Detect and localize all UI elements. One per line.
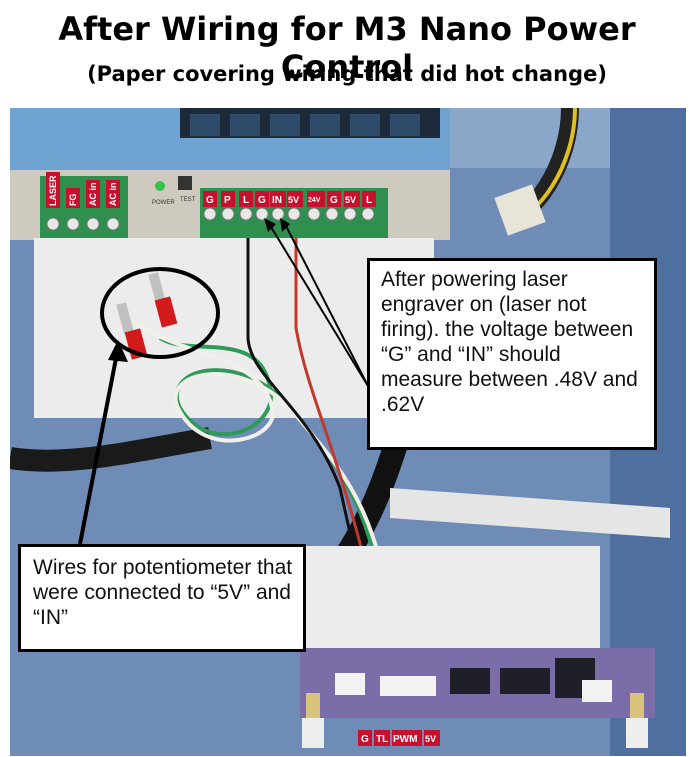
arrow-g-terminal — [267, 221, 369, 387]
paper-cover-bottom — [300, 546, 600, 656]
callout-potentiometer-wires: Wires for potentiometer that were connec… — [18, 544, 306, 652]
board-label-g: G — [361, 734, 369, 745]
terminal-screws — [46, 207, 375, 231]
page-title: After Wiring for M3 Nano Power Control — [58, 10, 636, 86]
psu-label-g2: G — [258, 195, 266, 206]
ferrule-red-2 — [154, 296, 178, 328]
psu-label-g3: G — [330, 195, 338, 206]
arrow-in-terminal — [283, 221, 369, 387]
callout-voltage-measurement: After powering laser engraver on (laser … — [367, 258, 657, 450]
board-labels: G TL PWM 5V — [358, 730, 440, 746]
psu-label-5v-1: 5V — [288, 195, 299, 205]
highlight-circle — [100, 267, 220, 359]
psu-label-ac-in-1: AC in — [88, 183, 98, 207]
psu-label-p: P — [224, 195, 231, 206]
psu-label-5v-2: 5V — [345, 195, 356, 205]
psu-label-in: IN — [272, 195, 282, 206]
board-label-tl: TL — [376, 734, 388, 745]
psu-label-ac-in-2: AC in — [108, 183, 118, 207]
psu-labels-left: LASER FG AC in AC in — [46, 172, 120, 208]
psu-text-power: POWER — [152, 200, 175, 206]
board-connector-wired — [380, 676, 436, 696]
test-button — [178, 176, 192, 190]
wiring-photo: LASER FG AC in AC in POWER TEST G P L G … — [10, 108, 686, 756]
psu-label-l1: L — [243, 195, 249, 206]
psu-label-laser: LASER — [48, 175, 58, 206]
psu-label-l2: L — [366, 195, 372, 206]
psu-label-fg: FG — [68, 194, 78, 207]
psu-text-test: TEST — [180, 197, 196, 203]
photo-illustration: LASER FG AC in AC in POWER TEST G P L G … — [10, 108, 686, 756]
board-connector-left — [335, 673, 365, 695]
board-label-5v: 5V — [425, 734, 436, 744]
power-led — [155, 181, 165, 191]
cable-clip — [494, 184, 546, 236]
psu-label-24v: 24V — [308, 197, 321, 204]
psu-label-g1: G — [206, 195, 214, 206]
corrugated-tube — [10, 427, 212, 472]
arrow-wires — [78, 347, 120, 545]
callout-wires-text: Wires for potentiometer that were connec… — [33, 556, 293, 629]
ribbon-cable — [390, 488, 670, 538]
page-subtitle: (Paper covering wiring that did hot chan… — [87, 62, 607, 86]
callout-voltage-text: After powering laser engraver on (laser … — [381, 268, 638, 416]
psu-labels-right: G P L G IN 5V 24V G 5V L — [203, 191, 376, 207]
board-label-pwm: PWM — [393, 734, 417, 745]
